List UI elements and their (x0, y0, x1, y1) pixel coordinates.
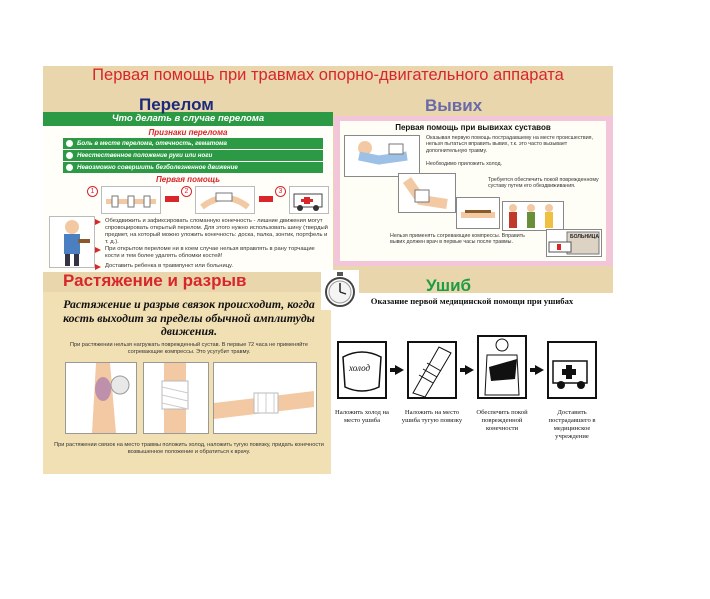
first-aid-slide: Первая помощь при травмах опорно-двигате… (43, 66, 613, 474)
bandage-illustration (195, 186, 255, 214)
dislocation-warning: Оказывая первую помощь пострадавшему на … (426, 135, 594, 154)
fracture-sign-item: Боль в месте перелома, отечность, гемато… (63, 138, 323, 149)
check-icon (66, 140, 73, 147)
arrow-line (460, 368, 466, 372)
fracture-instruction: Обездвижить и зафиксировать сломанную ко… (95, 218, 330, 246)
arrow-right-icon (165, 196, 179, 202)
arrow-right-icon (259, 196, 273, 202)
fracture-label: Перелом (139, 95, 214, 114)
fracture-instruction: Доставить ребенка в травмпункт или больн… (95, 263, 330, 270)
fracture-panel: Что делать в случае перелома Признаки пе… (43, 112, 333, 272)
step-number: 1 (87, 186, 98, 197)
dislocation-panel: Первая помощь при вывихах суставов Оказы… (334, 116, 613, 266)
cold-label: холод (349, 363, 371, 373)
people-carrying-illustration (502, 201, 564, 231)
fracture-aid-title: Первая помощь (155, 175, 220, 184)
ambulance-icon (289, 186, 329, 214)
bruise-panel: Оказание первой медицинской помощи при у… (331, 293, 613, 474)
ambulance-icon (547, 341, 597, 399)
dislocation-label: Вывих (425, 96, 483, 115)
fracture-signs-title: Признаки перелома (148, 128, 228, 137)
stopwatch-icon (321, 270, 359, 310)
bandage-illustration (407, 341, 457, 399)
fracture-sign-item: Неестественное положение руки или ноги (63, 150, 323, 161)
sprain-headline: Растяжение и разрыв связок происходит, к… (63, 297, 315, 338)
dislocation-no-heat: Нельзя применять согревающие компрессы. … (390, 233, 525, 246)
bruise-header: Оказание первой медицинской помощи при у… (370, 296, 574, 306)
arrow-right-icon (395, 365, 404, 375)
sprain-instruction: При растяжении связок на место травмы по… (54, 442, 324, 455)
cold-compress-illustration (65, 362, 137, 434)
hospital-illustration: БОЛЬНИЦА (546, 229, 602, 257)
cold-pack-illustration: холод (337, 341, 387, 399)
sprain-warning: При растяжении нельзя нагружать поврежде… (70, 342, 308, 355)
fracture-instruction: При открытом переломе ни в коем случае н… (95, 246, 330, 260)
fracture-sign-item: Невозможно совершить безболезненное движ… (63, 162, 323, 173)
dislocation-cold-advice: Необходимо приложить холод. (426, 161, 503, 167)
bruise-step-caption: Наложить холод на место ушиба (335, 409, 389, 424)
dislocation-card: Первая помощь при вывихах суставов Оказы… (340, 121, 606, 261)
arm-bandage-illustration (213, 362, 317, 434)
sprain-panel: Растяжение и разрыв связок происходит, к… (43, 292, 333, 474)
ankle-illustration (398, 173, 456, 213)
arrow-line (530, 368, 536, 372)
arrow-right-icon (465, 365, 474, 375)
dislocation-arm-illustration (344, 135, 420, 177)
splint-illustration (101, 186, 161, 214)
step-number: 3 (275, 186, 286, 197)
dislocation-header: Первая помощь при вывихах суставов (395, 123, 551, 132)
child-splint-illustration (49, 216, 95, 268)
arrow-right-icon (535, 365, 544, 375)
fracture-header: Что делать в случае перелома (43, 112, 333, 126)
step-number: 2 (181, 186, 192, 197)
bruise-label: Ушиб (426, 276, 472, 295)
bruise-step-caption: Наложить на место ушиба тугую повязку (401, 409, 463, 424)
sling-illustration (477, 335, 527, 399)
leg-splint-illustration (456, 197, 500, 229)
bruise-step-caption: Обеспечить покой поврежденной конечности (476, 409, 528, 432)
hospital-sign: БОЛЬНИЦА (570, 234, 599, 240)
arrow-line (390, 368, 396, 372)
slide-title: Первая помощь при травмах опорно-двигате… (92, 66, 564, 84)
bruise-step-caption: Доставить пострадавшего в медицинское уч… (548, 409, 596, 440)
check-icon (66, 152, 73, 159)
knee-bandage-illustration (143, 362, 209, 434)
sprain-label: Растяжение и разрыв (63, 271, 247, 290)
check-icon (66, 164, 73, 171)
dislocation-rest-advice: Требуется обеспечить покой поврежденному… (488, 177, 599, 190)
